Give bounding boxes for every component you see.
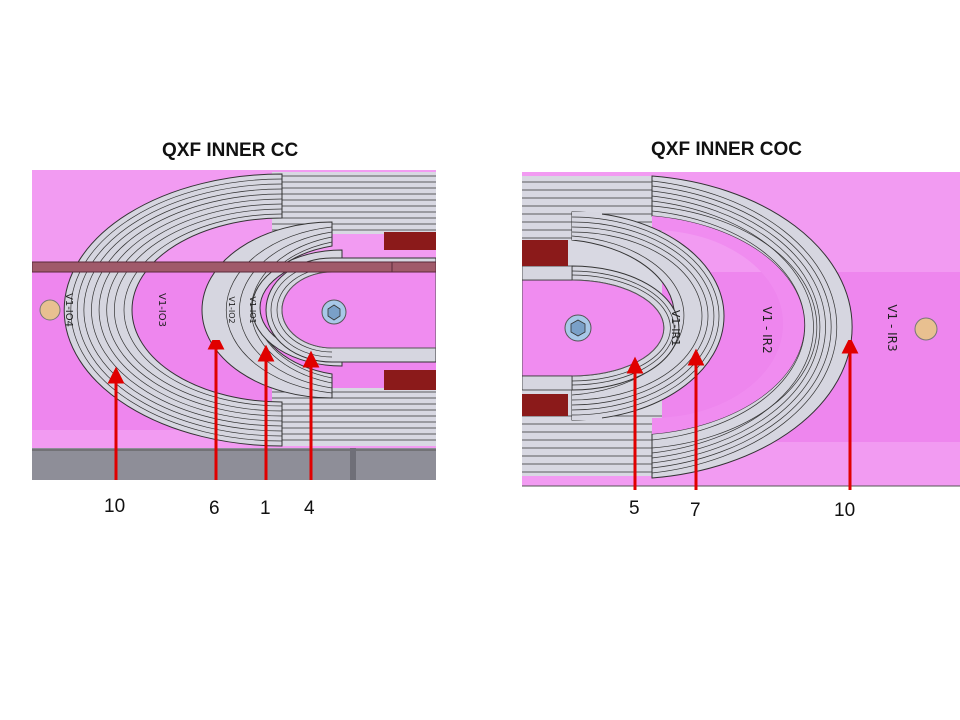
right-coil-figure: V1-IR1 V1 - IR2 V1 - IR3 bbox=[522, 172, 960, 487]
left-block-label-io2: V1-IO2 bbox=[227, 296, 236, 323]
right-callout-7: 7 bbox=[690, 500, 701, 521]
right-callout-10: 10 bbox=[834, 500, 856, 521]
right-callout-5: 5 bbox=[629, 498, 640, 519]
left-block-label-io4: V1-IO4 bbox=[63, 293, 74, 327]
left-callout-6: 6 bbox=[209, 498, 220, 519]
right-arrows bbox=[626, 340, 859, 490]
right-panel-title: QXF INNER COC bbox=[651, 139, 802, 160]
left-panel-title: QXF INNER CC bbox=[162, 140, 299, 161]
left-callout-1: 1 bbox=[260, 498, 271, 519]
left-callout-4: 4 bbox=[304, 498, 315, 519]
right-copper-wedge-bottom bbox=[522, 394, 568, 416]
right-copper-wedge-top bbox=[522, 240, 568, 266]
left-callout-10: 10 bbox=[104, 496, 126, 517]
left-pin bbox=[39, 299, 61, 321]
left-block-label-io1: V1-IO1 bbox=[248, 296, 257, 323]
right-block-label-ir1: V1-IR1 bbox=[669, 310, 682, 346]
left-block-label-io3: V1-IO3 bbox=[156, 293, 167, 327]
right-pole-piece bbox=[522, 279, 665, 377]
left-pole-piece bbox=[281, 271, 436, 349]
left-horizontal-plate bbox=[32, 261, 436, 273]
right-pin bbox=[914, 317, 938, 341]
left-copper-wedge-top bbox=[384, 232, 436, 250]
right-block-label-ir3: V1 - IR3 bbox=[885, 304, 899, 351]
left-copper-wedge-bottom bbox=[384, 370, 436, 390]
left-arrows bbox=[107, 340, 320, 480]
left-steel-bottom bbox=[32, 448, 436, 480]
right-block-label-ir2: V1 - IR2 bbox=[760, 306, 774, 353]
